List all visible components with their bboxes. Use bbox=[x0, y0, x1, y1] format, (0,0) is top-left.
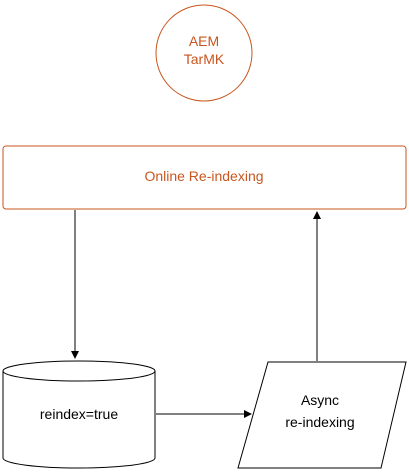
async-reindexing-node: Async re-indexing bbox=[237, 361, 407, 469]
async-reindexing-label-line1: Async bbox=[301, 392, 339, 408]
async-reindexing-shape bbox=[237, 361, 407, 469]
reindex-store-cylinder-body bbox=[2, 371, 156, 469]
aem-tarmk-circle bbox=[155, 4, 253, 102]
aem-tarmk-label-line2: TarMK bbox=[184, 51, 225, 67]
async-reindexing-label-line2: re-indexing bbox=[285, 414, 354, 430]
reindex-store-cylinder-top bbox=[2, 360, 156, 382]
online-reindexing-node: Online Re-indexing bbox=[2, 145, 407, 210]
online-reindexing-box bbox=[2, 145, 407, 210]
online-reindexing-label: Online Re-indexing bbox=[144, 168, 263, 184]
reindex-store-label: reindex=true bbox=[40, 406, 118, 422]
aem-tarmk-label-line1: AEM bbox=[189, 33, 219, 49]
aem-tarmk-node: AEM TarMK bbox=[155, 4, 253, 102]
reindex-store-node: reindex=true bbox=[2, 360, 156, 469]
